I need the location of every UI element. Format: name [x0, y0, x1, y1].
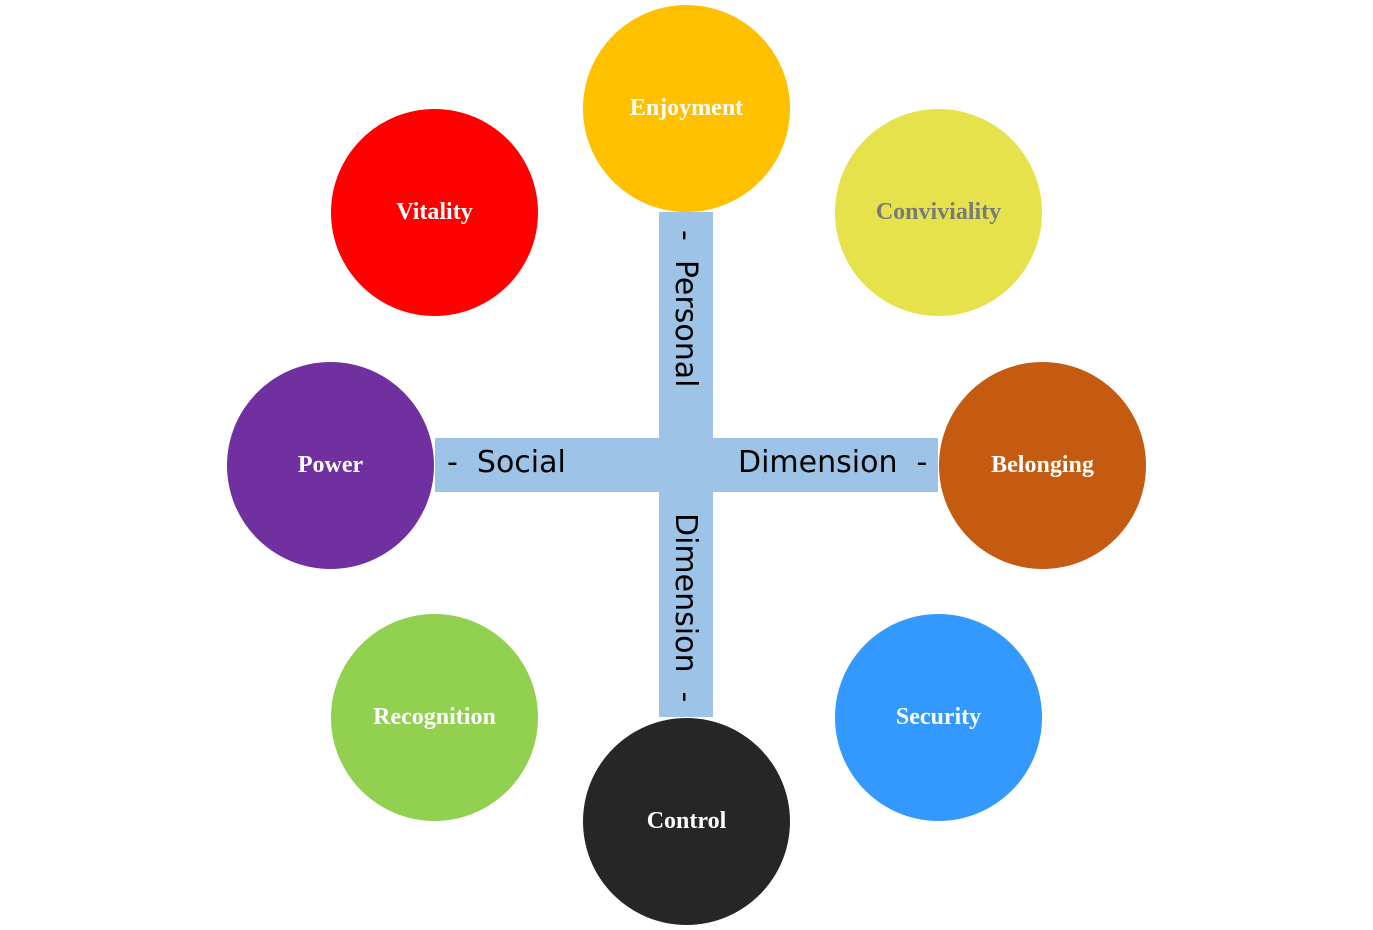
power-circle: Power: [227, 362, 434, 569]
social-dimension-bar: [435, 438, 938, 492]
personal-dimension-axis-label: Dimension -: [668, 513, 703, 703]
social-dimension-axis-label: Dimension -: [738, 445, 928, 480]
recognition-circle: Recognition: [331, 614, 538, 821]
personal-axis-label: - Personal: [668, 230, 703, 388]
security-circle: Security: [835, 614, 1042, 821]
social-axis-label: - Social: [447, 445, 566, 480]
conviviality-label: Conviviality: [875, 199, 1002, 225]
control-label: Control: [646, 808, 727, 834]
control-circle: Control: [583, 718, 790, 925]
security-label: Security: [895, 704, 982, 730]
recognition-label: Recognition: [373, 704, 496, 730]
belonging-circle: Belonging: [939, 362, 1146, 569]
conviviality-circle: Conviviality: [835, 109, 1042, 316]
vitality-label: Vitality: [396, 199, 473, 225]
enjoyment-label: Enjoyment: [629, 95, 744, 121]
belonging-label: Belonging: [991, 452, 1094, 478]
vitality-circle: Vitality: [331, 109, 538, 316]
enjoyment-circle: Enjoyment: [583, 5, 790, 212]
power-label: Power: [297, 452, 364, 478]
